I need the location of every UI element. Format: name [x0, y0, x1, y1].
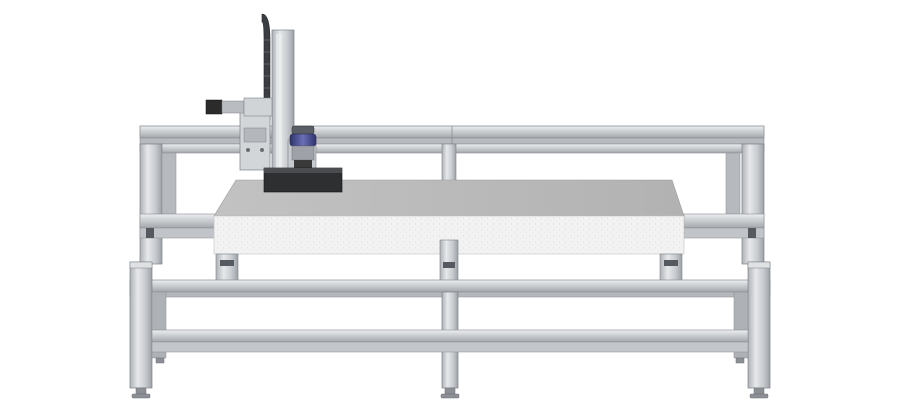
- lower-frame: [129, 261, 771, 399]
- right-mid-rail: [683, 213, 765, 229]
- slab-supports: [215, 239, 683, 283]
- spindle-icon: [289, 125, 317, 168]
- lower-top-rail: [129, 279, 771, 293]
- cable-chain-icon: [261, 13, 271, 121]
- right-upper-post: [741, 143, 765, 265]
- leveling-feet: [131, 357, 769, 399]
- right-leg: [747, 261, 771, 389]
- z-axis-carriage: [205, 13, 343, 193]
- stepper-motor-icon: [205, 97, 273, 117]
- left-upper-post: [139, 143, 163, 265]
- center-upper-post: [441, 143, 457, 185]
- left-mid-rail: [139, 213, 223, 229]
- left-leg: [129, 261, 153, 389]
- bottom-stretcher: [151, 329, 749, 343]
